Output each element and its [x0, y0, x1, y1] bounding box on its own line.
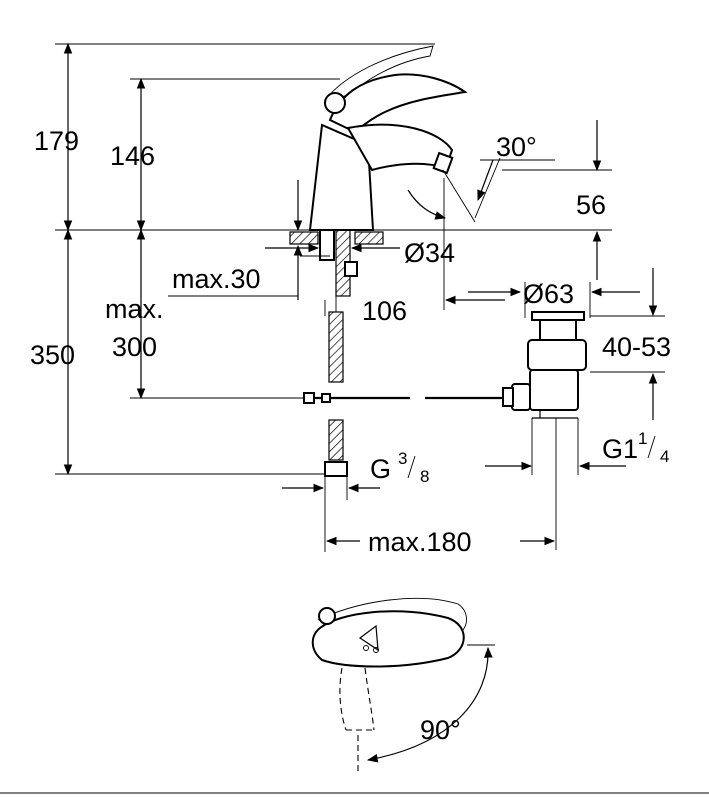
faucet-side-view	[308, 45, 501, 231]
dim-spout-56: 56	[576, 120, 606, 280]
dim-label-179: 179	[34, 126, 79, 156]
dim-rod-180: max.180	[325, 527, 556, 557]
dim-reach-106: 106	[324, 178, 505, 326]
supply-hose	[303, 296, 505, 477]
dim-label-g1-num: 1	[638, 429, 647, 448]
dim-flexible-300: max. 300	[105, 228, 164, 400]
dim-label-g: G	[370, 454, 391, 484]
dim-label-90: 90°	[420, 715, 461, 745]
dim-height-350: 350	[30, 228, 75, 476]
dim-height-179: 179	[34, 42, 79, 232]
dim-height-146: 146	[110, 77, 155, 232]
dim-label-g1: G1	[602, 434, 638, 464]
dim-angle-30: 30°	[477, 132, 555, 202]
dim-label-d63: Ø63	[523, 279, 574, 309]
dim-label-56: 56	[576, 190, 606, 220]
dim-label-106: 106	[362, 296, 407, 326]
dim-connection-g38: G 3 8	[282, 449, 429, 552]
dim-label-40-53: 40-53	[602, 332, 671, 362]
dim-label-d34: Ø34	[404, 238, 455, 268]
dim-label-300: 300	[112, 332, 157, 362]
dim-label-g1-den: 4	[660, 447, 669, 466]
dim-label-146: 146	[110, 141, 155, 171]
dim-label-max: max.	[105, 294, 164, 324]
dim-label-30: 30°	[496, 132, 537, 162]
dim-label-g38-num: 3	[398, 449, 407, 468]
dim-label-g38-den: 8	[420, 467, 429, 486]
deck-mounting: max.30 Ø34	[168, 180, 455, 300]
dim-label-max30: max.30	[172, 264, 261, 294]
waste-assembly: Ø63 40-53 G1 1 4	[468, 268, 671, 550]
faucet-top-view: 90°	[311, 597, 495, 772]
dim-label-350: 350	[30, 340, 75, 370]
dim-label-max180: max.180	[368, 527, 472, 557]
